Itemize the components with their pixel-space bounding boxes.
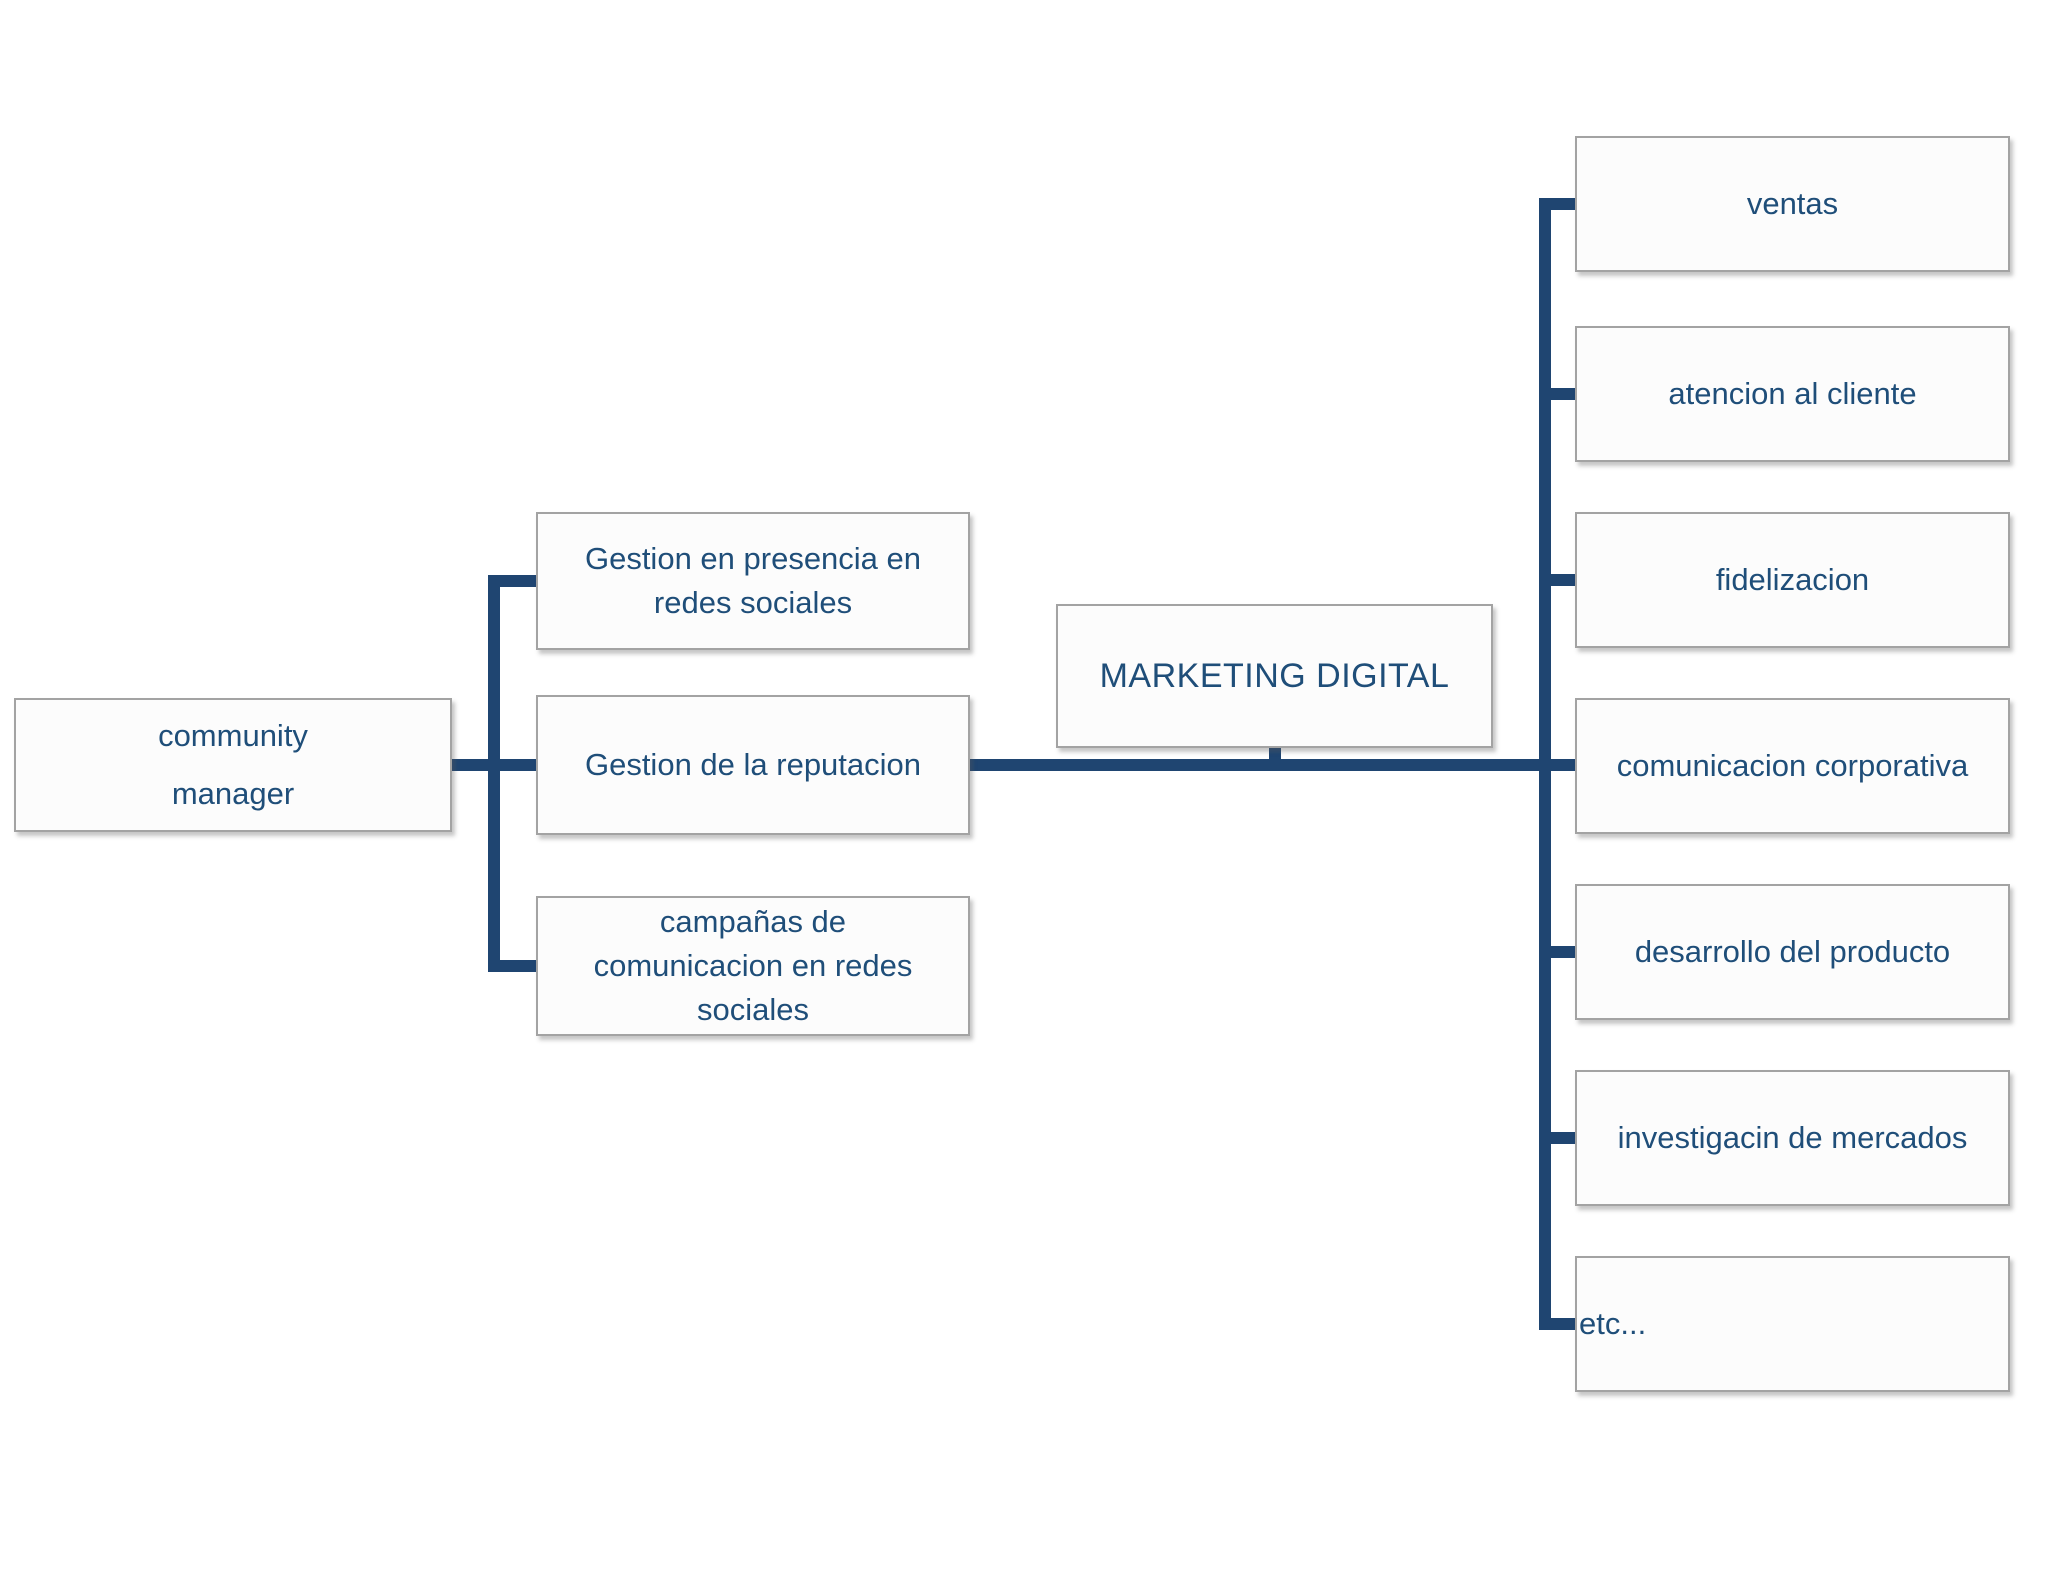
node-ventas: ventas — [1575, 136, 2010, 272]
node-gestion-reputacion: Gestion de la reputacion — [536, 695, 970, 835]
node-community-manager: community manager — [14, 698, 452, 832]
connector-right-stub-desarrollo — [1549, 946, 1576, 958]
node-atencion-al-cliente: atencion al cliente — [1575, 326, 2010, 462]
connector-right-stub-atencion — [1549, 388, 1576, 400]
connector-right-stub-ventas — [1549, 198, 1576, 210]
connector-right-vertical — [1539, 198, 1551, 1330]
connector-marketing-stub — [1269, 745, 1281, 761]
connector-left-stub-bottom — [498, 960, 536, 972]
node-comunicacion-corporativa: comunicacion corporativa — [1575, 698, 2010, 834]
node-fidelizacion: fidelizacion — [1575, 512, 2010, 648]
connector-right-stub-investigacion — [1549, 1132, 1576, 1144]
node-investigacion-de-mercados: investigacin de mercados — [1575, 1070, 2010, 1206]
connector-left-stub-top — [498, 575, 536, 587]
connector-right-stub-etc — [1539, 1318, 1580, 1330]
connector-main-horizontal — [970, 759, 1576, 771]
node-campanas-comunicacion: campañas de comunicacion en redes social… — [536, 896, 970, 1036]
node-etc: etc... — [1575, 1256, 2010, 1392]
node-marketing-digital: MARKETING DIGITAL — [1056, 604, 1493, 748]
node-gestion-presencia-redes: Gestion en presencia en redes sociales — [536, 512, 970, 650]
node-desarrollo-del-producto: desarrollo del producto — [1575, 884, 2010, 1020]
connector-right-stub-fidelizacion — [1549, 574, 1576, 586]
connector-left-vertical — [488, 575, 500, 972]
